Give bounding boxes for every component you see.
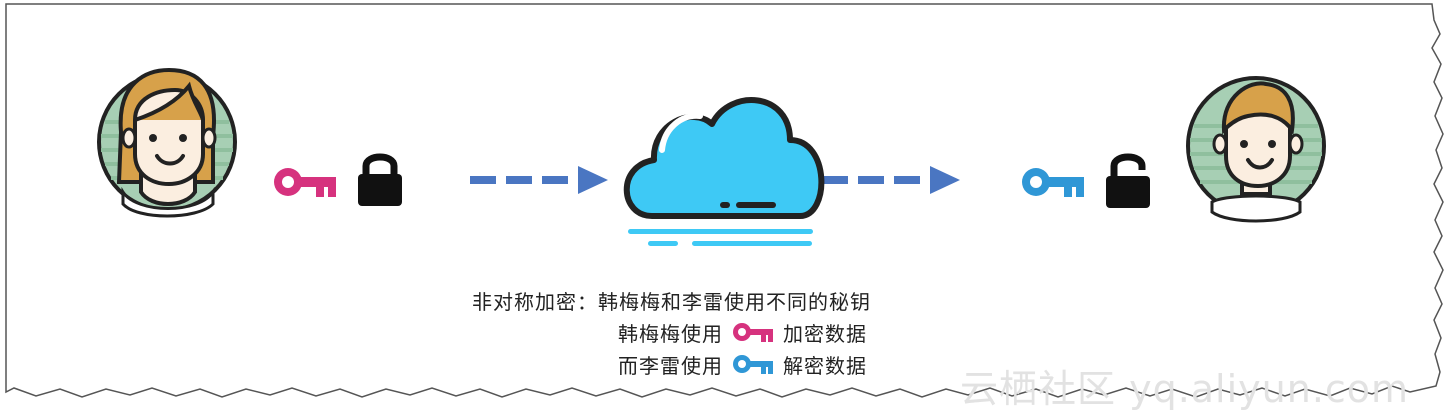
watermark: 云栖社区 yq.aliyun.com: [960, 367, 1410, 411]
lock-icon: [358, 153, 402, 206]
key-icon: [733, 322, 773, 342]
cloud-icon: [623, 97, 825, 246]
woman-avatar-icon: [97, 67, 237, 218]
encrypt-user-label: 韩梅梅使用: [618, 322, 723, 346]
key-icon: [1022, 168, 1084, 197]
man-avatar-icon: [1186, 76, 1326, 223]
dashed-arrow-icon: [822, 166, 960, 194]
encrypt-action-label: 加密数据: [783, 322, 867, 346]
caption-line-2: 韩梅梅使用 加密数据: [618, 318, 867, 347]
caption-line-3: 而李雷使用 解密数据: [618, 350, 867, 379]
key-icon: [274, 168, 336, 197]
caption-title: 非对称加密：韩梅梅和李雷使用不同的秘钥: [472, 290, 871, 314]
dashed-arrow-icon: [470, 166, 608, 194]
unlock-icon: [1106, 153, 1150, 208]
key-icon: [733, 354, 773, 374]
decrypt-user-label: 而李雷使用: [618, 354, 723, 378]
decrypt-action-label: 解密数据: [783, 354, 867, 378]
caption-line-1: 非对称加密：韩梅梅和李雷使用不同的秘钥: [472, 286, 871, 315]
